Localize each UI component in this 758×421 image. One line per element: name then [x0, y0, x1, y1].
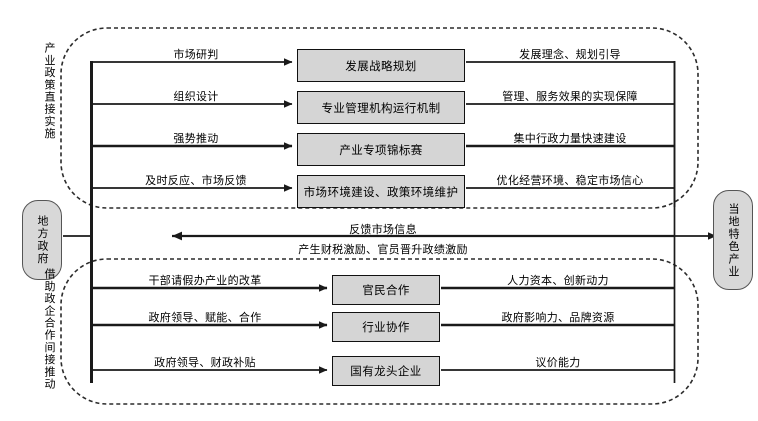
process-node-6[interactable]: 行业协作: [332, 312, 440, 342]
actor-local-industry-label: 当地特色产业: [727, 202, 740, 278]
input-label-5: 干部请假办产业的改革: [148, 274, 262, 287]
output-label-7: 议价能力: [535, 356, 581, 369]
process-node-4[interactable]: 市场环境建设、政策环境维护: [297, 175, 465, 208]
actor-local-industry[interactable]: 当地特色产业: [713, 190, 753, 290]
process-node-2[interactable]: 专业管理机构运行机制: [297, 91, 465, 124]
process-node-1[interactable]: 发展战略规划: [297, 49, 465, 82]
process-node-7[interactable]: 国有龙头企业: [332, 356, 440, 386]
input-label-6: 政府领导、赋能、合作: [148, 311, 262, 324]
output-label-2: 管理、服务效果的实现保障: [502, 90, 638, 103]
output-label-1: 发展理念、规划引导: [519, 48, 621, 61]
actor-local-government-label: 地方政府: [36, 215, 49, 265]
input-label-4: 及时反应、市场反馈: [145, 174, 247, 187]
input-label-3: 强势推动: [173, 132, 219, 145]
band-label-indirect: 借助政企合作间接推动: [43, 268, 56, 390]
process-node-5[interactable]: 官民合作: [332, 275, 440, 305]
input-label-1: 市场研判: [173, 48, 219, 61]
feedback-label-above: 反馈市场信息: [349, 223, 417, 236]
process-node-3[interactable]: 产业专项锦标赛: [297, 133, 465, 166]
band-label-direct: 产业政策直接实施: [43, 42, 56, 140]
output-label-5: 人力资本、创新动力: [507, 274, 609, 287]
input-label-7: 政府领导、财政补贴: [154, 356, 256, 369]
output-label-6: 政府影响力、品牌资源: [501, 311, 615, 324]
output-label-4: 优化经营环境、稳定市场信心: [496, 174, 644, 187]
group-boundary-direct: [60, 27, 699, 209]
output-label-3: 集中行政力量快速建设: [513, 132, 627, 145]
feedback-label-below: 产生财税激励、官员晋升政绩激励: [298, 243, 468, 256]
actor-local-government[interactable]: 地方政府: [22, 200, 62, 280]
input-label-2: 组织设计: [173, 90, 219, 103]
